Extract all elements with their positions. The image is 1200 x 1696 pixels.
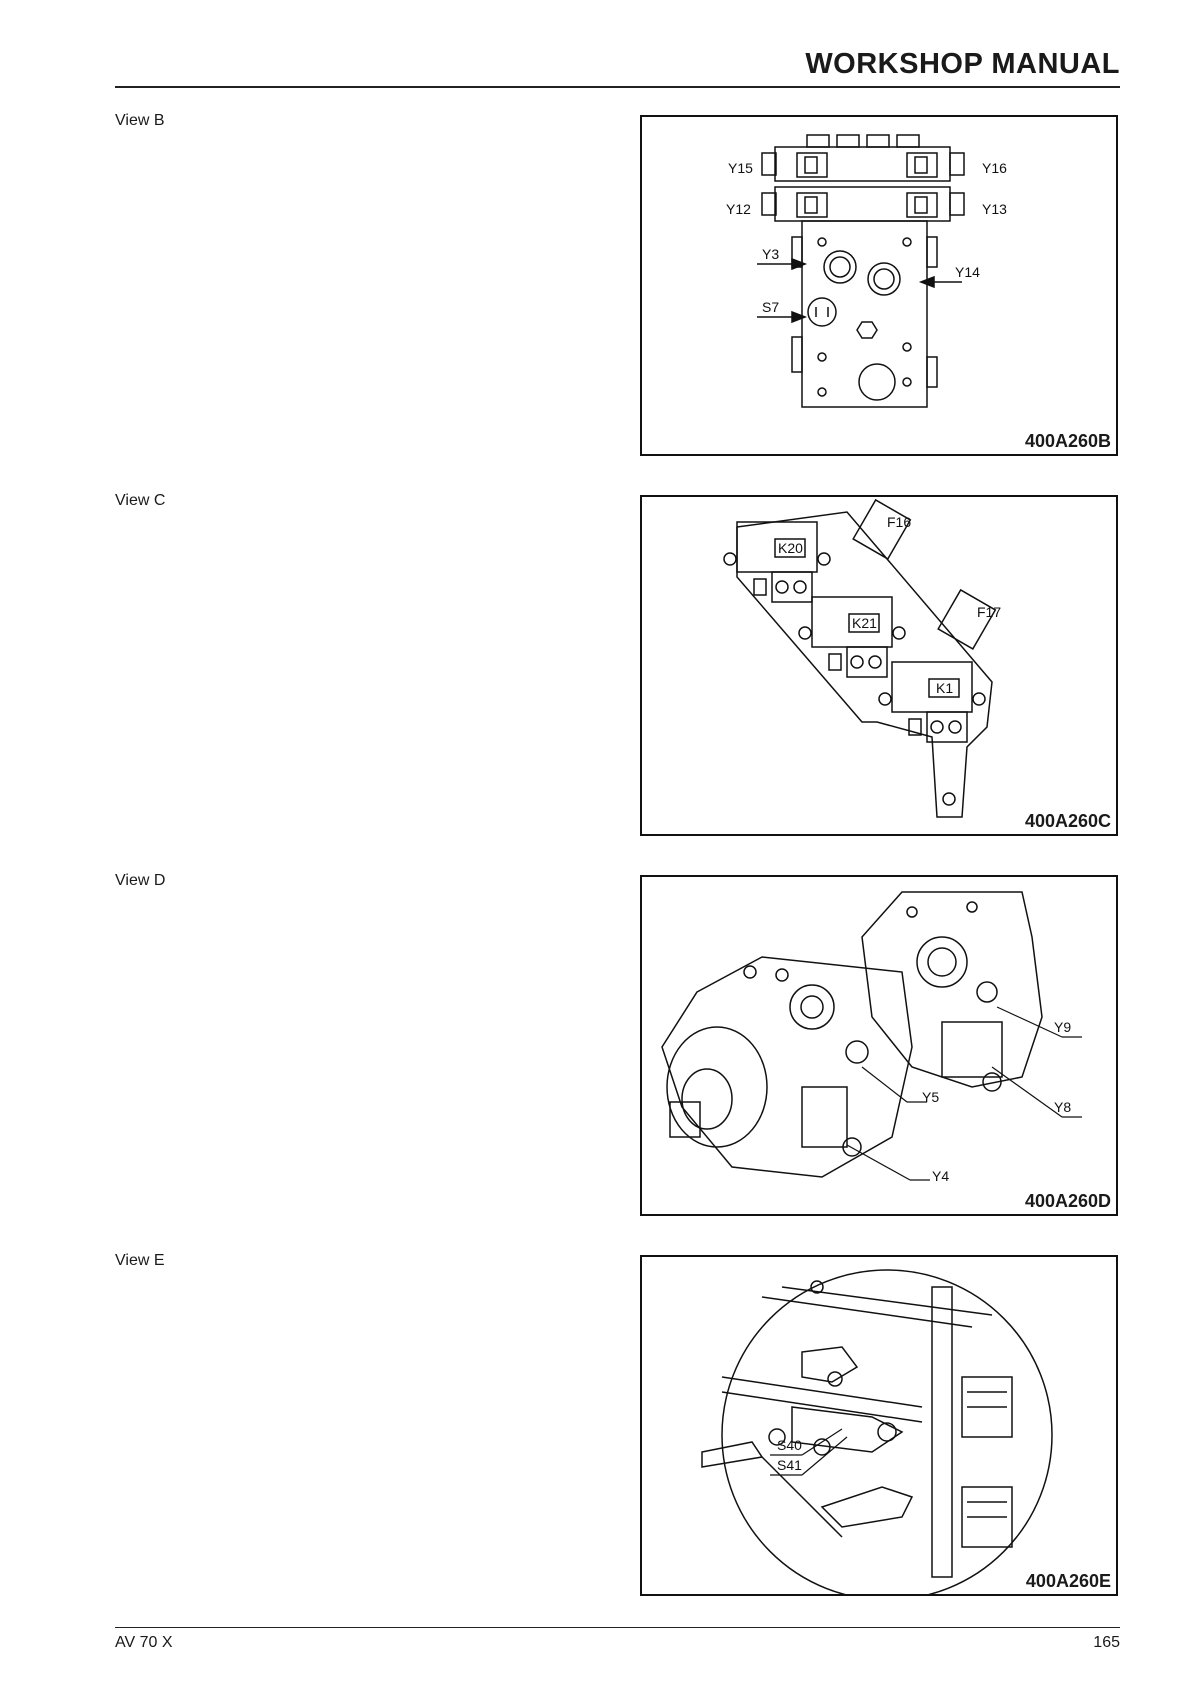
- view-c-label: View C: [115, 492, 166, 509]
- callout-y12: Y12: [726, 201, 751, 217]
- figure-code-d: 400A260D: [1024, 1191, 1111, 1211]
- figure-code-e: 400A260E: [1025, 1571, 1111, 1591]
- callout-s7: S7: [762, 299, 779, 315]
- callout-y16: Y16: [982, 160, 1007, 176]
- callout-k21: K21: [852, 615, 877, 631]
- page-header-title: WORKSHOP MANUAL: [805, 48, 1120, 80]
- figure-code-b: 400A260B: [1024, 431, 1111, 451]
- view-e-label: View E: [115, 1252, 165, 1269]
- callout-y13: Y13: [982, 201, 1007, 217]
- callout-y5: Y5: [922, 1089, 939, 1105]
- tandem-pump-diagram: Y9 Y5 Y8 Y4: [661, 891, 1082, 1184]
- figure-view-e: S40 S41 400A260E: [640, 1255, 1118, 1596]
- header-divider: [115, 86, 1120, 88]
- footer-divider: [115, 1627, 1120, 1628]
- callout-y9: Y9: [1054, 1019, 1071, 1035]
- callout-y3: Y3: [762, 246, 779, 262]
- figure-code-c: 400A260C: [1024, 811, 1111, 831]
- figure-view-b: Y15 Y16 Y12 Y13 Y3 Y14 S7 400A260B: [640, 115, 1118, 456]
- figure-view-d: Y9 Y5 Y8 Y4 400A260D: [640, 875, 1118, 1216]
- relay-panel-diagram: F16 K20 K21 F17 K1: [723, 498, 1001, 818]
- callout-k1: K1: [936, 680, 953, 696]
- figure-view-c: F16 K20 K21 F17 K1 400A260C: [640, 495, 1118, 836]
- view-d-label: View D: [115, 872, 166, 889]
- callout-f16: F16: [887, 514, 911, 530]
- callout-k20: K20: [778, 540, 803, 556]
- callout-s40: S40: [777, 1437, 802, 1453]
- callout-y8: Y8: [1054, 1099, 1071, 1115]
- callout-s41: S41: [777, 1457, 802, 1473]
- valve-block-diagram: Y15 Y16 Y12 Y13 Y3 Y14 S7: [726, 134, 1007, 408]
- page-number: 165: [1093, 1634, 1120, 1651]
- callout-f17: F17: [977, 604, 1001, 620]
- callout-y14: Y14: [955, 264, 980, 280]
- frame-sensor-diagram: S40 S41: [701, 1269, 1053, 1594]
- callout-y4: Y4: [932, 1168, 949, 1184]
- view-b-label: View B: [115, 112, 165, 129]
- callout-y15: Y15: [728, 160, 753, 176]
- footer-model: AV 70 X: [115, 1634, 173, 1651]
